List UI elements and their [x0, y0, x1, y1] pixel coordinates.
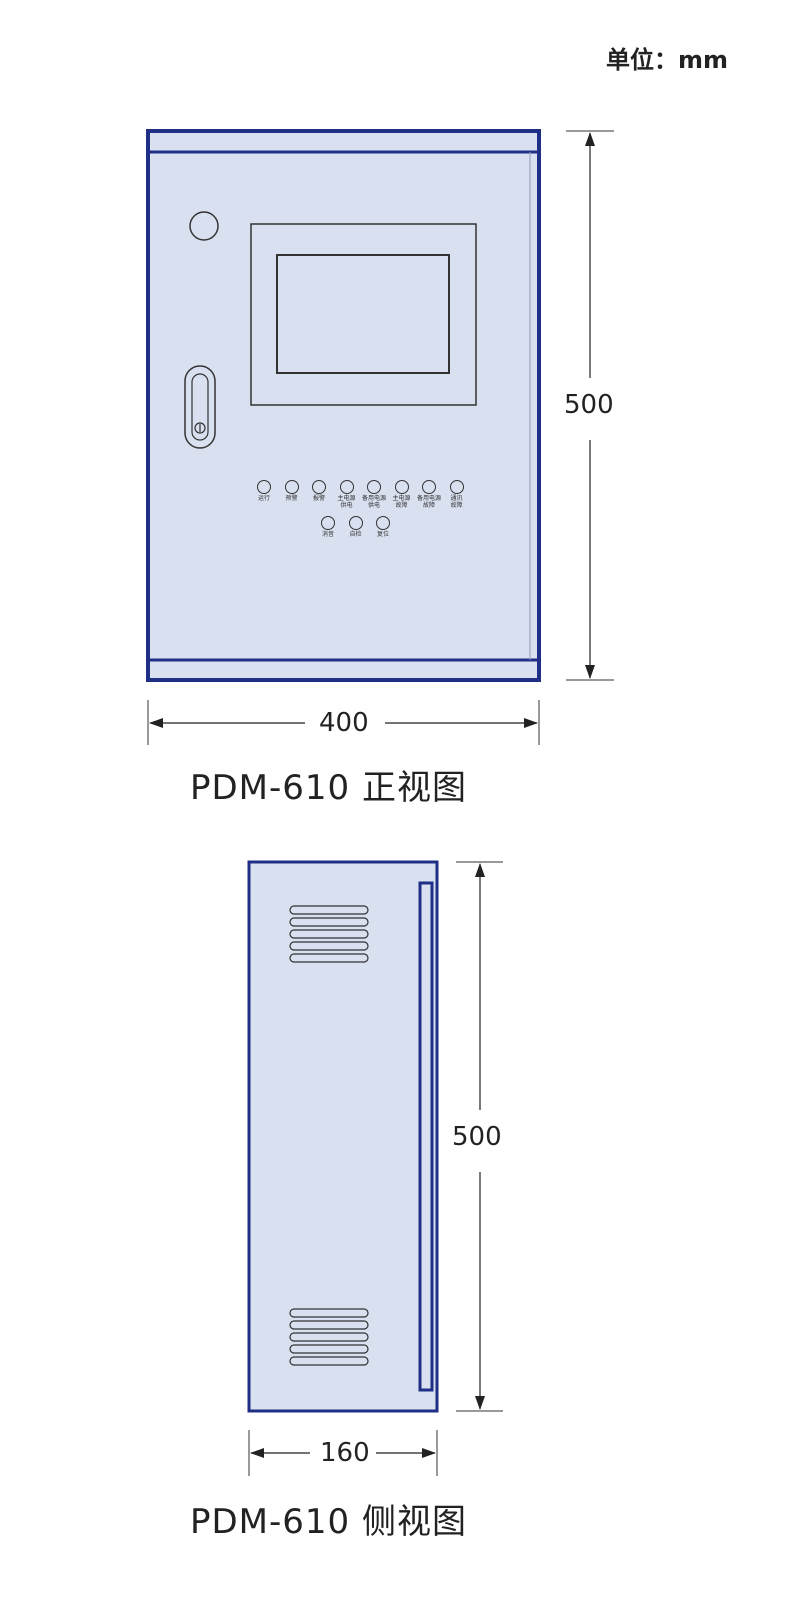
indicator-led-icon — [376, 516, 390, 530]
indicator-led-icon — [449, 480, 464, 494]
front-width-label: 400 — [313, 708, 375, 738]
indicator-label: 主电源供电 — [334, 495, 360, 509]
side-height-dimension — [456, 861, 503, 1412]
side-vent-bottom — [289, 1308, 369, 1366]
indicator-label-line2: 供电 — [367, 502, 380, 509]
front-view-caption: PDM-610 正视图 — [190, 768, 467, 808]
indicator-label-line1: 备用电源 — [416, 495, 441, 502]
indicator-label: 通讯故障 — [444, 495, 470, 509]
indicator-label: 备用电源供电 — [361, 495, 387, 509]
indicator-label-line1: 备用电源 — [361, 495, 386, 502]
indicator-label: 自检 — [343, 531, 369, 538]
indicator-label: 报警 — [306, 495, 332, 502]
indicator-label-line1: 自检 — [349, 531, 362, 538]
indicator-label-line2: 故障 — [422, 502, 435, 509]
unit-label: 单位：mm — [606, 46, 729, 74]
indicator-label: 备用电源故障 — [416, 495, 442, 509]
door-handle[interactable] — [184, 365, 216, 449]
front-height-label: 500 — [558, 390, 620, 420]
side-width-dimension — [248, 1430, 438, 1476]
indicator-label: 复位 — [370, 531, 396, 538]
indicator-label: 主电源故障 — [389, 495, 415, 509]
side-view-caption: PDM-610 侧视图 — [190, 1502, 467, 1542]
round-lock-icon — [189, 211, 219, 241]
indicator-label-line1: 报警 — [312, 495, 325, 502]
front-height-dimension — [566, 130, 614, 681]
display-screen — [250, 223, 477, 406]
indicator-label: 预警 — [279, 495, 305, 502]
front-width-dimension — [147, 700, 540, 745]
indicator-label-line1: 主电源 — [392, 495, 411, 502]
indicator-led-icon — [394, 480, 409, 494]
indicator-label: 消音 — [315, 531, 341, 538]
indicator-led-icon — [312, 480, 326, 494]
side-vent-top — [289, 905, 369, 963]
indicator-led-icon — [284, 480, 299, 494]
indicator-label-line2: 故障 — [395, 502, 408, 509]
indicator-led-icon — [348, 516, 363, 530]
indicator-label: 运行 — [251, 495, 277, 502]
indicator-label-line1: 预警 — [285, 495, 298, 502]
indicator-label-line1: 主电源 — [337, 495, 356, 502]
indicator-led-icon — [422, 480, 436, 494]
indicator-led-icon — [339, 480, 354, 494]
indicator-label-line2: 供电 — [340, 502, 353, 509]
indicator-label-line1: 运行 — [257, 495, 270, 502]
indicator-label-line1: 通讯 — [450, 495, 463, 502]
indicator-label-line1: 消音 — [321, 531, 334, 538]
indicator-label-line1: 复位 — [376, 531, 389, 538]
indicator-led-icon — [257, 480, 271, 494]
indicator-label-line2: 故障 — [450, 502, 463, 509]
indicator-led-icon — [321, 516, 335, 530]
side-width-label: 160 — [314, 1438, 376, 1468]
side-height-label: 500 — [446, 1122, 508, 1152]
indicator-led-icon — [367, 480, 381, 494]
